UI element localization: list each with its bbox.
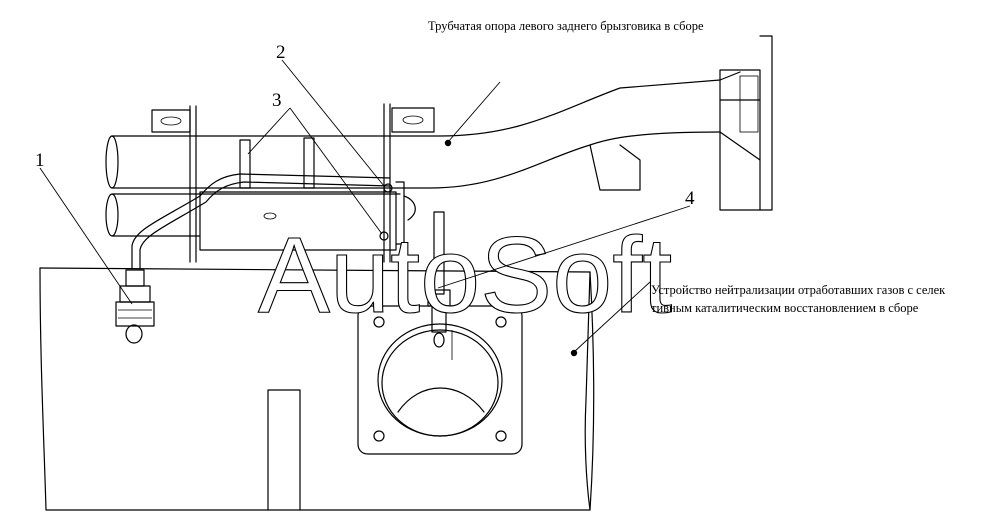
callout-2: 2 [276, 42, 286, 63]
callout-4: 4 [685, 188, 695, 209]
scr-housing [39, 267, 595, 511]
nox-sensor [427, 211, 451, 348]
caption-dot-support [444, 139, 452, 147]
outlet-flange [357, 305, 523, 455]
callout-3: 3 [272, 90, 282, 111]
caption-dot-scr [570, 349, 578, 357]
callout-1: 1 [35, 150, 45, 171]
tubular-mudguard-support [105, 35, 773, 263]
leader-lines [39, 59, 691, 353]
caption-tubular-support: Трубчатая опора левого заднего брызговик… [428, 19, 704, 33]
caption-scr-line2: тивным каталитическим восстановлением в … [651, 301, 919, 315]
sensor-pipe [115, 137, 391, 344]
caption-scr-line1: Устройство нейтрализации отработавших га… [651, 283, 946, 297]
muffler-canister [199, 181, 416, 251]
